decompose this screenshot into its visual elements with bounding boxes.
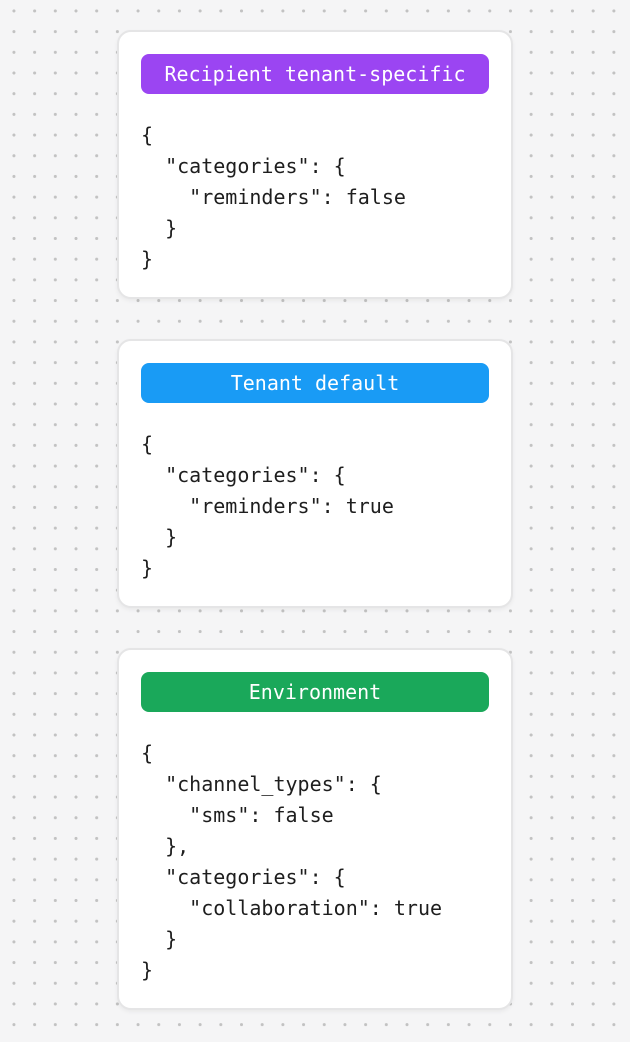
card-recipient-tenant-specific: Recipient tenant-specific { "categories"… [117, 30, 513, 299]
canvas: Recipient tenant-specific { "categories"… [117, 30, 513, 1010]
badge-label: Environment [248, 680, 382, 704]
environment-badge: Environment [141, 672, 489, 712]
recipient-tenant-specific-badge: Recipient tenant-specific [141, 54, 489, 94]
card-tenant-default: Tenant default { "categories": { "remind… [117, 339, 513, 608]
badge-label: Tenant default [230, 371, 400, 395]
tenant-default-json: { "categories": { "reminders": true } } [141, 432, 394, 580]
card-environment: Environment { "channel_types": { "sms": … [117, 648, 513, 1010]
tenant-default-badge: Tenant default [141, 363, 489, 403]
recipient-tenant-specific-json: { "categories": { "reminders": false } } [141, 123, 406, 271]
environment-json: { "channel_types": { "sms": false }, "ca… [141, 741, 443, 982]
badge-label: Recipient tenant-specific [164, 62, 466, 86]
